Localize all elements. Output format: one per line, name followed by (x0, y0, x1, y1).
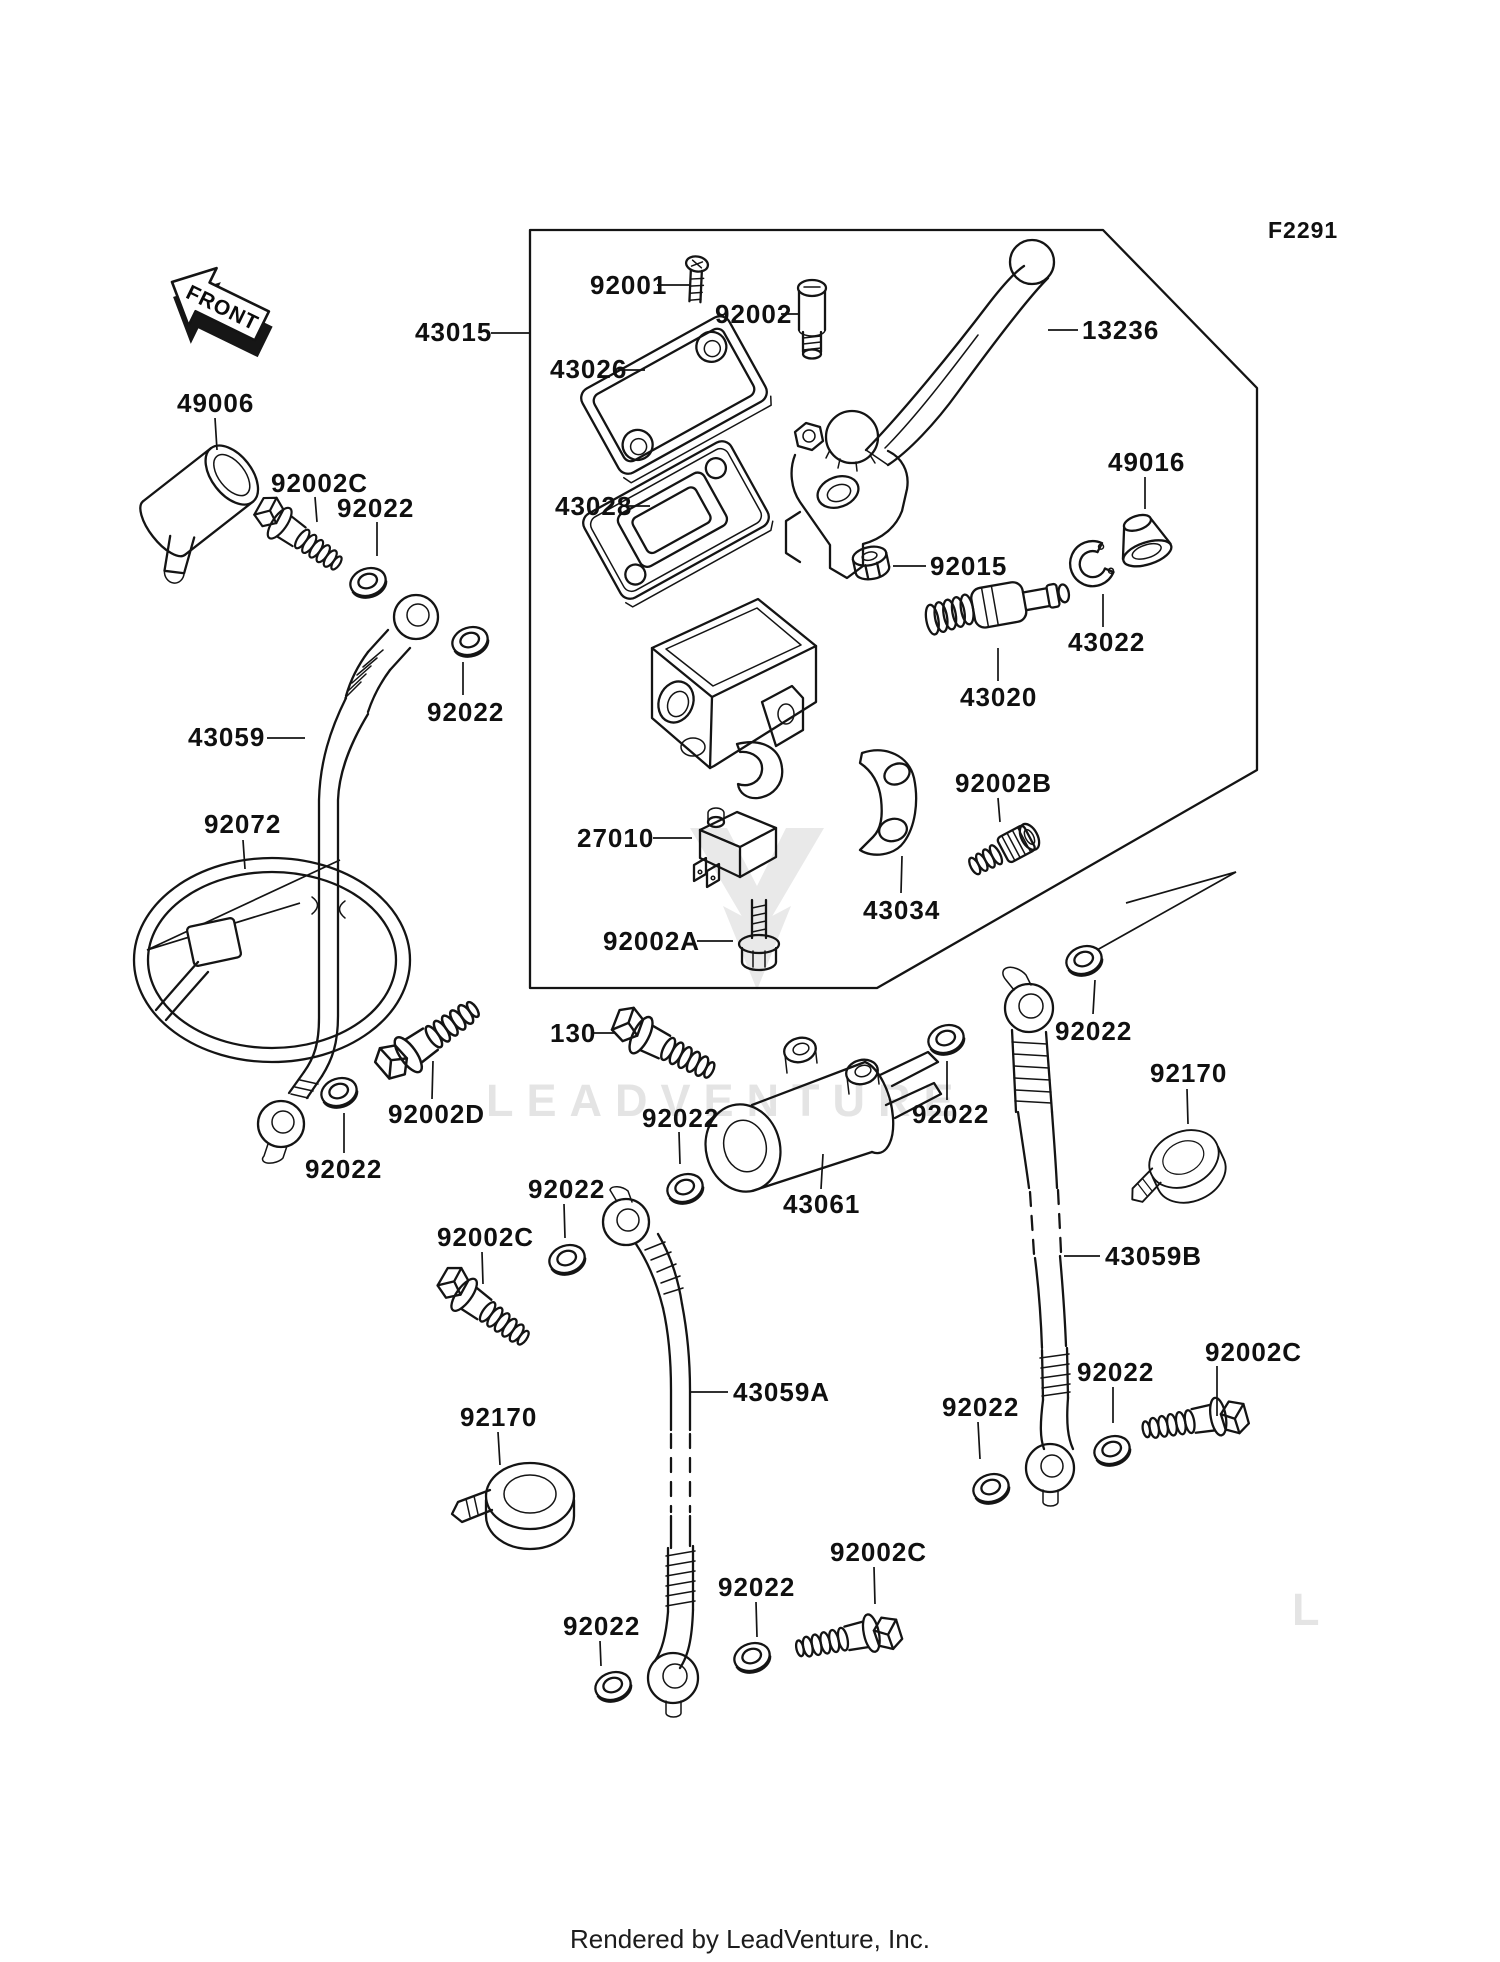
part-label-92022-3: 92022 (1055, 1016, 1132, 1046)
clamp-bolt-b (968, 822, 1041, 876)
part-label-92170-1: 92170 (1150, 1058, 1227, 1088)
washer-92022-4 (316, 1072, 363, 1114)
part-label-92022-1: 92022 (337, 493, 414, 523)
clamp-bolt-a (737, 898, 781, 972)
reservoir-diaphragm (582, 440, 774, 608)
banjo-adapter-right (1131, 1129, 1227, 1204)
front-direction-arrow: FRONT (170, 266, 273, 358)
pointer-arrow-right (1096, 871, 1237, 951)
reservoir-body (650, 597, 818, 800)
brake-hose-a (601, 1185, 700, 1718)
bolt-92002c-2 (428, 1260, 539, 1357)
watermark-text: LEADVENTURE (486, 1075, 967, 1126)
part-label-92170-2: 92170 (460, 1402, 537, 1432)
brake-hose-upper (256, 593, 440, 1164)
washer-92022-2 (447, 621, 494, 663)
washer-92022-10 (968, 1468, 1015, 1510)
lever-pivot-bolt (796, 278, 828, 360)
banjo-adapter-left (450, 1461, 576, 1551)
part-label-92002b: 92002B (955, 768, 1052, 798)
brake-hose-b (1002, 966, 1076, 1507)
footer-credit: Rendered by LeadVenture, Inc. (570, 1924, 930, 1954)
watermark-logo-icon (690, 828, 824, 942)
bolt-92002d (368, 988, 489, 1091)
leadventure-watermark: LEADVENTURE L (486, 828, 1333, 1635)
hose-junction (704, 1036, 943, 1193)
washer-92022-6 (923, 1019, 970, 1061)
part-label-13236: 13236 (1082, 315, 1159, 345)
pointer-arrow-left (146, 859, 341, 951)
part-label-130: 130 (550, 1018, 596, 1048)
part-label-49006: 49006 (177, 388, 254, 418)
part-label-43015: 43015 (415, 317, 492, 347)
washer-92022-9 (729, 1637, 776, 1679)
part-label-43059: 43059 (188, 722, 265, 752)
washer-92022-3 (1061, 940, 1108, 982)
washer-92022-1 (345, 562, 392, 604)
master-cylinder-body (784, 409, 909, 580)
fiche-ref-code: F2291 (1268, 217, 1338, 243)
part-label-92002c-4: 92002C (1205, 1337, 1302, 1367)
leader-lines (214, 284, 1218, 1667)
part-label-43022: 43022 (1068, 627, 1145, 657)
piston-assembly (924, 581, 1071, 636)
part-label-92022-9: 92022 (718, 1572, 795, 1602)
bolt-92002c-3 (791, 1607, 906, 1670)
circlip (1068, 540, 1115, 588)
part-label-92072: 92072 (204, 809, 281, 839)
part-label-43026: 43026 (550, 354, 627, 384)
brake-lever (864, 238, 1056, 467)
washer-92022-11 (1089, 1430, 1136, 1472)
part-label-92015: 92015 (930, 551, 1007, 581)
part-label-27010: 27010 (577, 823, 654, 853)
washer-92022-7 (544, 1239, 591, 1281)
part-label-92002c-2: 92002C (437, 1222, 534, 1252)
part-labels: 92001 92002 13236 43015 43026 49006 4302… (177, 270, 1302, 1641)
part-label-92022-4: 92022 (305, 1154, 382, 1184)
part-label-92002: 92002 (715, 299, 792, 329)
part-label-43059a: 43059A (733, 1377, 830, 1407)
part-label-92022-6: 92022 (642, 1103, 719, 1133)
part-label-49016: 49016 (1108, 447, 1185, 477)
brake-switch (692, 807, 778, 889)
part-label-92002d: 92002D (388, 1099, 485, 1129)
hose-boot (139, 444, 260, 584)
part-label-43034: 43034 (863, 895, 940, 925)
part-label-92022-11: 92022 (1077, 1357, 1154, 1387)
part-label-92002c-3: 92002C (830, 1537, 927, 1567)
hose-band (132, 856, 412, 1064)
part-label-43059b: 43059B (1105, 1241, 1202, 1271)
part-label-92022-10: 92022 (942, 1392, 1019, 1422)
part-label-43061: 43061 (783, 1189, 860, 1219)
part-label-92022-5: 92022 (528, 1174, 605, 1204)
lever-boot (1121, 513, 1173, 568)
washer-92022-8 (590, 1666, 637, 1708)
handlebar-clamp (858, 749, 918, 856)
pivot-nut (851, 545, 891, 581)
bolt-92002c-4 (1138, 1391, 1252, 1451)
watermark-partial: L (1292, 1584, 1333, 1635)
part-label-43020: 43020 (960, 682, 1037, 712)
bolt-92002c-1 (245, 490, 352, 581)
cap-screw (684, 255, 710, 304)
assembly-box-outline (528, 228, 1259, 990)
part-label-92001: 92001 (590, 270, 667, 300)
part-label-92022-7: 92022 (912, 1099, 989, 1129)
part-label-92002c-1: 92002C (271, 468, 368, 498)
part-label-43028: 43028 (555, 491, 632, 521)
reservoir-cap (580, 315, 772, 484)
part-label-92022-8: 92022 (563, 1611, 640, 1641)
part-label-92002a: 92002A (603, 926, 700, 956)
washer-92022-5 (662, 1168, 709, 1210)
part-label-92022-2: 92022 (427, 697, 504, 727)
